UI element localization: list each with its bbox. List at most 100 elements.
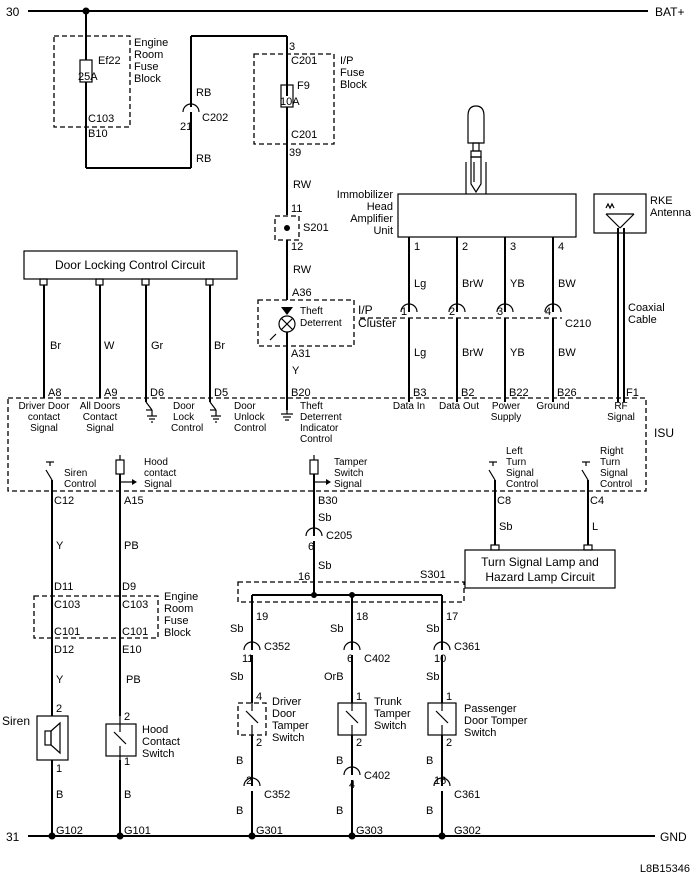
isu-hood1: Hood (144, 457, 168, 468)
isu-sir2: Control (64, 479, 96, 490)
isu-pin-c12: C12 (54, 495, 74, 507)
cluster-pin-bot: A31 (291, 348, 311, 360)
hood-w1: PB (124, 540, 139, 552)
siren-w1: Y (56, 540, 64, 552)
c210-pin-1: 1 (401, 306, 407, 318)
pass-n1: Passenger (464, 703, 517, 715)
siren-w3: B (56, 789, 63, 801)
trunk-w1: Sb (330, 623, 343, 635)
cluster-pin-top: A36 (292, 287, 312, 299)
ip-l2: Fuse (340, 67, 364, 79)
switch-contact-icon (345, 703, 359, 735)
pin-tab (39, 278, 48, 286)
fuse-amp: 25A (78, 71, 98, 83)
pass-ground: G302 (454, 825, 481, 837)
pin-tab (490, 544, 500, 551)
isu-module (7, 397, 647, 492)
c210-pin-4: 4 (545, 306, 551, 318)
pin-tab (141, 278, 150, 286)
siren-c-top: C103 (54, 599, 80, 611)
tamper-w1: Sb (318, 512, 331, 524)
isu-rf2: Signal (607, 412, 635, 423)
siren-name: Siren (2, 714, 30, 728)
pass-c2-pin: 16 (434, 775, 446, 787)
isu-pin-b30: B30 (318, 495, 338, 507)
immo-wire-bot-4: BW (558, 347, 576, 359)
siren-d-bot: D12 (54, 644, 74, 656)
rke-l2: Antenna (650, 207, 692, 219)
drv-c: C352 (264, 641, 290, 653)
door-wire-2: W (104, 340, 115, 352)
isu-pin-d6: D6 (150, 387, 164, 399)
trunk-n1: Trunk (374, 696, 402, 708)
isu-all2: Contact (83, 412, 118, 423)
cluster-name2: Cluster (358, 316, 396, 330)
immo-pin-1: 1 (414, 241, 420, 253)
trunk-n3: Switch (374, 720, 406, 732)
ip-fuse-amp: 10A (280, 96, 300, 108)
isu-drv3: Signal (30, 423, 58, 434)
immo-wires (360, 237, 562, 402)
connector-c352-top (243, 641, 261, 651)
isu-lt2: Turn (506, 457, 526, 468)
speaker-icon (44, 721, 61, 755)
connector-c361-bot (433, 777, 451, 787)
engine-fuse-block-bottom (33, 595, 159, 639)
isu-name: ISU (654, 426, 674, 440)
turn-w-right: L (592, 521, 598, 533)
siren-w2: Y (56, 674, 64, 686)
switch-contact-icon (245, 703, 259, 735)
isu-pin-b3: B3 (413, 387, 426, 399)
s301-pin: 16 (298, 571, 310, 583)
isu-pow1: Power (492, 401, 521, 412)
pass-pin-top: 1 (446, 691, 452, 703)
s301-branch-18: 18 (356, 611, 368, 623)
pass-n2: Door Tomper (464, 715, 528, 727)
ip-conn-top: C201 (291, 55, 317, 67)
led-icon (281, 307, 293, 315)
siren-d-top: D11 (54, 581, 73, 593)
right-turn-switch (581, 461, 590, 491)
pass-w4: B (426, 805, 433, 817)
isu-pin-a9: A9 (104, 387, 117, 399)
immo-wire-top-1: Lg (414, 278, 426, 290)
isu-unl3: Control (234, 423, 266, 434)
fuse-name: Ef22 (98, 55, 121, 67)
siren-c-bot: C101 (54, 626, 80, 638)
c202-label: C202 (202, 112, 228, 124)
c202-pin: 21 (180, 121, 192, 133)
isu-thf2: Deterrent (300, 412, 342, 423)
isu-pin-c4: C4 (590, 495, 604, 507)
hood-w2: PB (126, 674, 141, 686)
isu-lock3: Control (171, 423, 203, 434)
trunk-w3: B (336, 755, 343, 767)
ecm-l2: Room (134, 49, 163, 61)
pass-w3: B (426, 755, 433, 767)
isu-rt3: Signal (600, 468, 628, 479)
rail-31-label: 31 (6, 830, 20, 844)
drv-pin-bot: 2 (256, 737, 262, 749)
splice-dot (284, 225, 290, 231)
immo-l1: Immobilizer (337, 189, 394, 201)
s201-name: S201 (303, 222, 329, 234)
trunk-c: C402 (364, 653, 390, 665)
conn-c103: C103 (88, 113, 114, 125)
connector-c205 (305, 527, 323, 537)
engine-fuse-block-top (53, 35, 131, 128)
door-wire-3: Gr (151, 340, 164, 352)
door-wire-1: Br (50, 340, 61, 352)
ip-l3: Block (340, 79, 367, 91)
rke-antenna (593, 193, 647, 234)
wire-y: Y (292, 365, 300, 377)
c205-pin: 6 (308, 541, 314, 553)
junction-dot (48, 832, 56, 840)
c205-label: C205 (326, 530, 352, 542)
s301-branch-17: 17 (446, 611, 458, 623)
immo-wire-top-2: BrW (462, 278, 484, 290)
pin-tab (95, 278, 104, 286)
connector-c361-top (433, 641, 451, 651)
rail-30-label: 30 (6, 5, 20, 19)
drv-c2-pin: 2 (246, 775, 252, 787)
theft-ground-symbol (281, 410, 293, 421)
